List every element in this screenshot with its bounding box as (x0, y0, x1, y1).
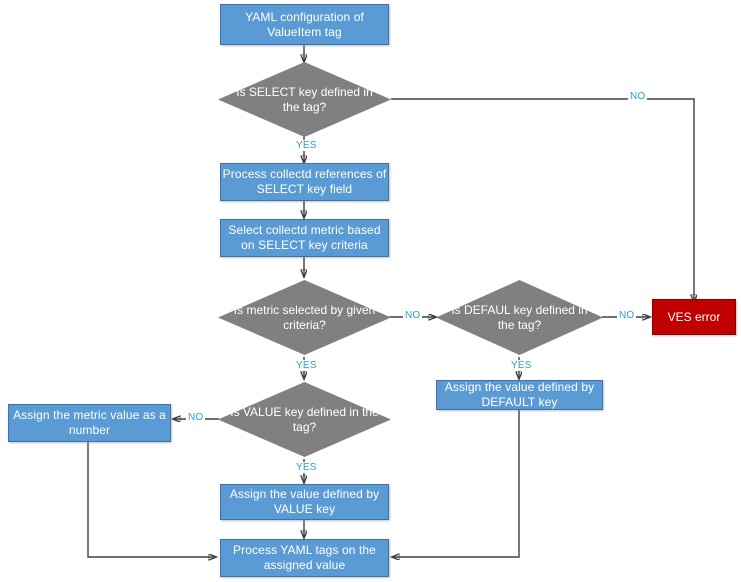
node-process-yaml-tags[interactable]: Process YAML tags on the assigned value (220, 539, 389, 577)
node-assign-metric-label: Assign the metric value as a number (13, 408, 166, 437)
node-assign-value-by-value-key[interactable]: Assign the value defined by VALUE key (220, 484, 389, 520)
node-assign-default-value[interactable]: Assign the value defined by DEFAULT key (436, 380, 603, 410)
node-decision-metric-selected-label: Is metric selected by given criteria? (233, 302, 376, 332)
node-decision-select-key-label: Is SELECT key defined in the tag? (236, 84, 373, 114)
edge-label-select-yes: YES (294, 140, 319, 151)
node-process-collectd-references[interactable]: Process collectd references of SELECT ke… (220, 163, 389, 201)
node-process-yaml-tags-label: Process YAML tags on the assigned value (233, 543, 376, 572)
edge-assign-metric-to-process-yaml (87, 442, 216, 557)
node-decision-select-key[interactable]: Is SELECT key defined in the tag? (218, 62, 391, 137)
edge-label-value-yes: YES (294, 462, 319, 473)
edge-label-metric-no: NO (403, 310, 423, 321)
node-ves-error[interactable]: VES error (652, 299, 736, 335)
node-start-label: YAML configuration of ValueItem tag (245, 9, 364, 39)
node-assign-default-label: Assign the value defined by DEFAULT key (444, 380, 595, 409)
node-select-collectd-metric[interactable]: Select collectd metric based on SELECT k… (220, 219, 389, 257)
node-decision-value-key-label: Is VALUE key defined in the tag? (230, 404, 379, 434)
node-start-yaml-configuration[interactable]: YAML configuration of ValueItem tag (220, 4, 389, 45)
edge-select-no-to-ves-error (391, 98, 694, 302)
edge-label-default-no: NO (617, 310, 637, 321)
node-ves-error-label: VES error (667, 309, 721, 324)
edge-label-default-yes: YES (509, 360, 534, 371)
node-decision-metric-selected[interactable]: Is metric selected by given criteria? (218, 280, 391, 355)
node-process-refs-label: Process collectd references of SELECT ke… (222, 167, 387, 196)
node-assign-metric-as-number[interactable]: Assign the metric value as a number (8, 404, 171, 442)
node-decision-value-key[interactable]: Is VALUE key defined in the tag? (218, 382, 391, 457)
node-decision-default-key[interactable]: Is DEFAUL key defined in the tag? (436, 280, 603, 355)
edge-label-value-no: NO (186, 412, 206, 423)
edge-label-select-no: NO (628, 91, 648, 102)
edge-label-metric-yes: YES (294, 360, 319, 371)
node-decision-default-key-label: Is DEFAUL key defined in the tag? (451, 302, 588, 332)
node-select-metric-label: Select collectd metric based on SELECT k… (228, 223, 381, 252)
node-assign-value-label: Assign the value defined by VALUE key (229, 487, 380, 516)
edge-assign-default-to-process-yaml (392, 409, 520, 557)
